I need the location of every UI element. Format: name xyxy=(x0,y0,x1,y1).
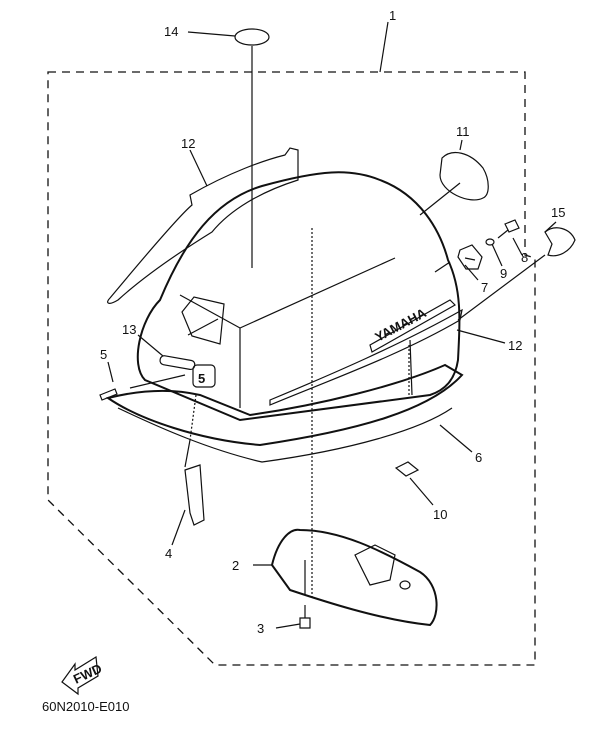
decal-11 xyxy=(439,151,489,201)
callout-12-right: 12 xyxy=(508,338,522,353)
bolt-8 xyxy=(497,219,520,239)
callout-11: 11 xyxy=(456,124,470,139)
yamaha-decal-12: YAMAHA xyxy=(269,299,463,406)
callout-14: 14 xyxy=(164,24,178,39)
top-cowling xyxy=(136,171,461,422)
callout-13: 13 xyxy=(122,322,136,337)
callout-7: 7 xyxy=(481,280,488,295)
badge-decal-13: 5 xyxy=(159,355,216,388)
callout-10: 10 xyxy=(433,507,447,522)
callout-1: 1 xyxy=(389,8,396,23)
service-window xyxy=(181,296,225,345)
callout-3: 3 xyxy=(257,621,264,636)
pin-5 xyxy=(99,388,118,401)
callout-9: 9 xyxy=(500,266,507,281)
stripe-decal-12 xyxy=(107,147,299,304)
grommet-10 xyxy=(394,461,420,477)
callout-2: 2 xyxy=(232,558,239,573)
leader-lines xyxy=(107,21,557,629)
fwd-arrow-icon: FWD xyxy=(61,655,104,696)
callout-8: 8 xyxy=(521,250,528,265)
handle-2 xyxy=(270,528,438,627)
callout-6: 6 xyxy=(475,450,482,465)
drawing-code: 60N2010-E010 xyxy=(42,699,130,714)
assembly-boundary xyxy=(47,71,536,666)
callout-4: 4 xyxy=(165,546,172,561)
clip-7 xyxy=(457,244,483,270)
callout-labels: 1 14 12 11 15 8 9 7 12 13 5 6 10 4 2 3 xyxy=(100,8,565,636)
screw-3 xyxy=(299,605,311,629)
washer-9 xyxy=(485,238,495,246)
callout-12-top: 12 xyxy=(181,136,195,151)
callout-5: 5 xyxy=(100,347,107,362)
grommet-ring-14 xyxy=(234,28,270,46)
cap-15 xyxy=(544,227,576,257)
seal-6 xyxy=(105,363,464,447)
callout-15: 15 xyxy=(551,205,565,220)
badge-number: 5 xyxy=(198,371,205,386)
bracket-4 xyxy=(184,464,205,526)
